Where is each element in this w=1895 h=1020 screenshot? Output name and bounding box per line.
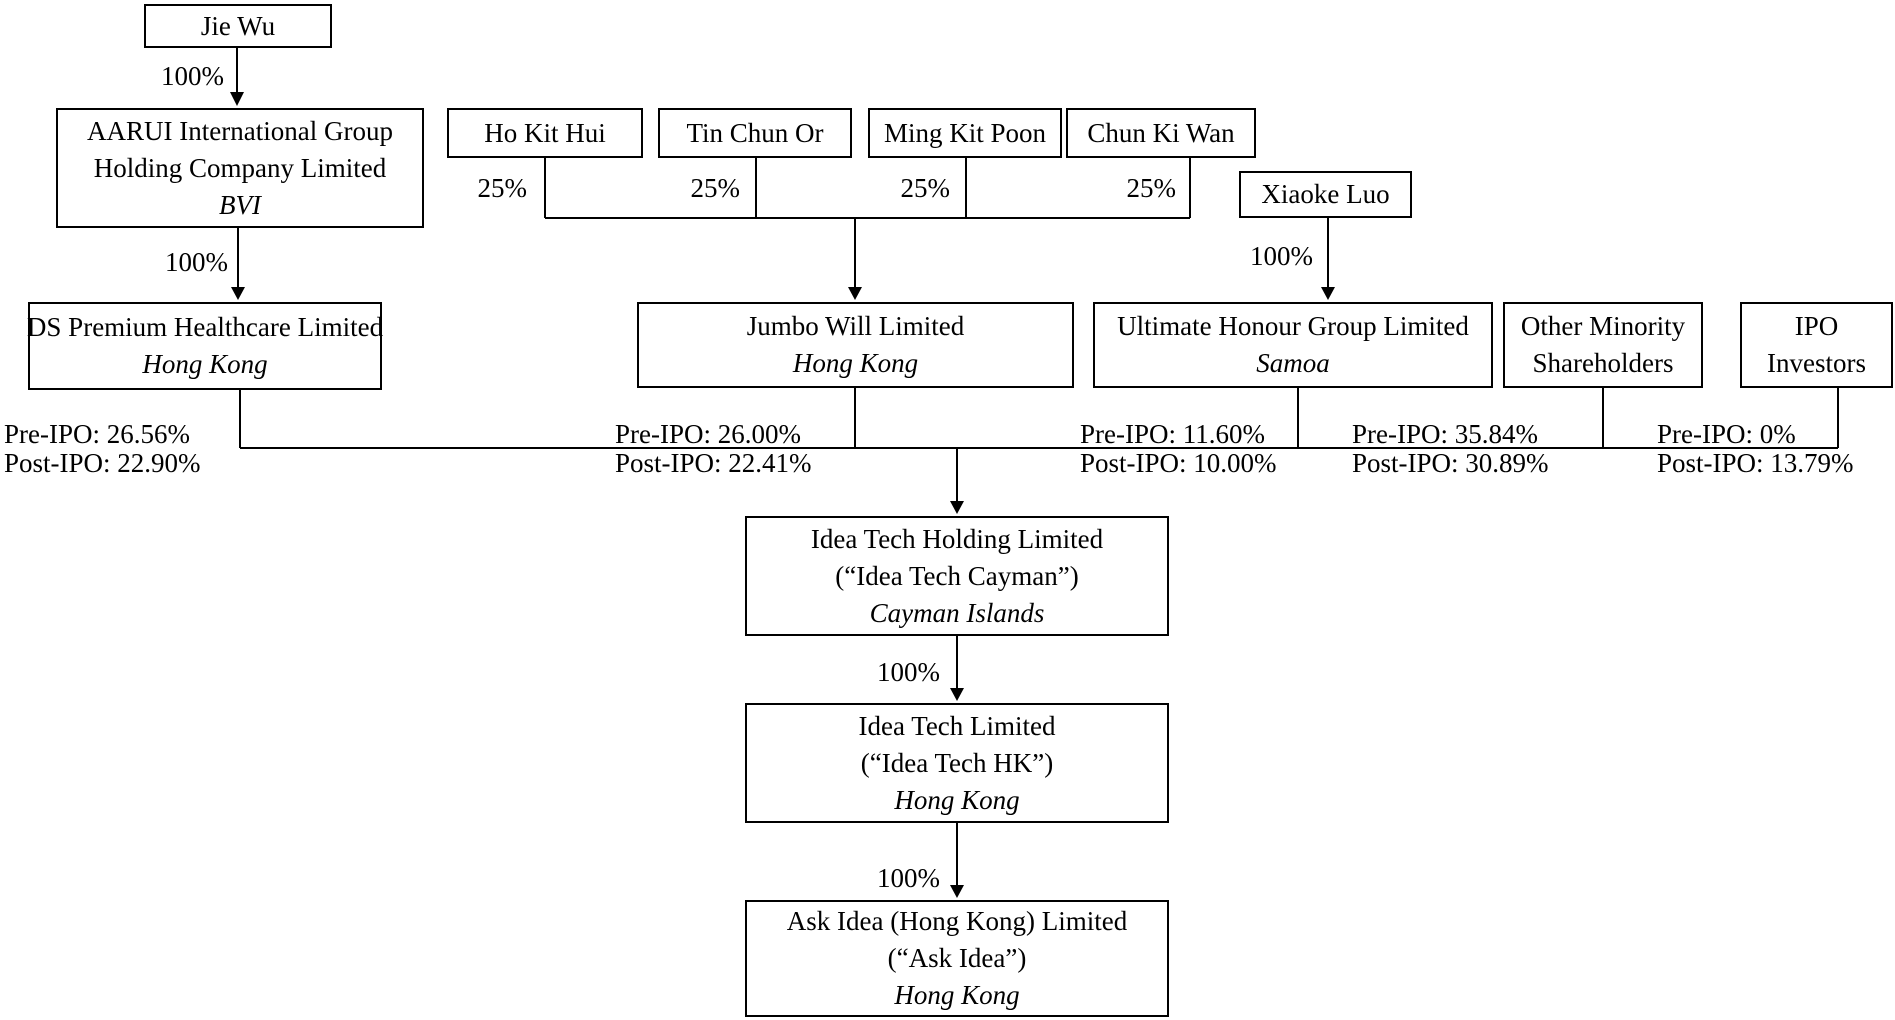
label-xiaoke-luo-percent: 100% <box>1250 241 1313 271</box>
node-ho-kit-hui: Ho Kit Hui <box>447 108 643 158</box>
node-alias: (“Ask Idea”) <box>887 943 1027 973</box>
node-idea-tech-hk: Idea Tech Limited (“Idea Tech HK”) Hong … <box>745 703 1169 823</box>
node-ming-kit-poon: Ming Kit Poon <box>868 108 1062 158</box>
node-label: Ming Kit Poon <box>883 117 1047 148</box>
node-ipo-investors: IPO Investors <box>1740 302 1893 388</box>
post-ipo-stake: Post-IPO: 13.79% <box>1657 448 1854 478</box>
node-alias: (“Idea Tech Cayman”) <box>835 560 1079 591</box>
pre-ipo-stake: Pre-IPO: 35.84% <box>1352 419 1538 449</box>
post-ipo-stake: Post-IPO: 30.89% <box>1352 448 1549 478</box>
label-ho-kit-hui-percent: 25% <box>477 173 528 203</box>
node-label: Xiaoke Luo <box>1261 179 1390 209</box>
node-idea-tech-cayman: Idea Tech Holding Limited (“Idea Tech Ca… <box>745 516 1169 636</box>
ownership-label-ultimate-honour: Pre-IPO: 11.60% Post-IPO: 10.00% <box>1080 420 1277 478</box>
node-label: Jie Wu <box>200 10 276 41</box>
node-label: Holding Company Limited <box>93 152 387 183</box>
label-hk-to-ask-idea-percent: 100% <box>877 863 940 893</box>
pre-ipo-stake: Pre-IPO: 11.60% <box>1080 419 1265 449</box>
ownership-label-ds-premium: Pre-IPO: 26.56% Post-IPO: 22.90% <box>4 420 201 478</box>
node-ds-premium-healthcare: DS Premium Healthcare Limited Hong Kong <box>26 302 384 390</box>
post-ipo-stake: Post-IPO: 22.41% <box>615 448 812 478</box>
node-label: Ask Idea (Hong Kong) Limited <box>786 906 1128 936</box>
node-label: Ho Kit Hui <box>484 117 606 148</box>
post-ipo-stake: Post-IPO: 10.00% <box>1080 448 1277 478</box>
node-jie-wu: Jie Wu <box>144 4 332 48</box>
node-label: IPO <box>1794 311 1839 341</box>
label-aarui-to-ds-percent: 100% <box>165 247 228 277</box>
node-label: Chun Ki Wan <box>1087 117 1235 148</box>
ownership-label-ipo-investors: Pre-IPO: 0% Post-IPO: 13.79% <box>1657 420 1854 478</box>
label-tin-chun-or-percent: 25% <box>690 173 741 203</box>
node-tin-chun-or: Tin Chun Or <box>658 108 852 158</box>
node-label: Tin Chun Or <box>686 117 824 148</box>
node-jurisdiction: BVI <box>219 189 261 220</box>
node-ultimate-honour: Ultimate Honour Group Limited Samoa <box>1093 302 1493 388</box>
node-label: Idea Tech Limited <box>858 710 1056 741</box>
node-jurisdiction: Hong Kong <box>142 349 268 379</box>
node-alias: (“Idea Tech HK”) <box>860 747 1054 778</box>
node-jumbo-will: Jumbo Will Limited Hong Kong <box>637 302 1074 388</box>
node-label: Jumbo Will Limited <box>746 311 965 341</box>
node-aarui-bvi: AARUI International Group Holding Compan… <box>56 108 424 228</box>
pre-ipo-stake: Pre-IPO: 0% <box>1657 419 1796 449</box>
ownership-label-other-minority: Pre-IPO: 35.84% Post-IPO: 30.89% <box>1352 420 1549 478</box>
node-label: AARUI International Group <box>87 115 393 146</box>
pre-ipo-stake: Pre-IPO: 26.56% <box>4 419 190 449</box>
label-chun-ki-wan-percent: 25% <box>1126 173 1177 203</box>
node-label: Shareholders <box>1532 348 1674 378</box>
label-ming-kit-poon-percent: 25% <box>900 173 951 203</box>
label-jie-wu-to-aarui-percent: 100% <box>161 61 224 91</box>
node-other-minority-shareholders: Other Minority Shareholders <box>1503 302 1703 388</box>
node-jurisdiction: Hong Kong <box>894 784 1020 815</box>
node-jurisdiction: Hong Kong <box>792 348 919 378</box>
post-ipo-stake: Post-IPO: 22.90% <box>4 448 201 478</box>
node-jurisdiction: Samoa <box>1256 348 1330 378</box>
node-label: Investors <box>1767 348 1866 378</box>
node-label: DS Premium Healthcare Limited <box>26 312 384 342</box>
label-cayman-to-hk-percent: 100% <box>877 657 940 687</box>
node-jurisdiction: Cayman Islands <box>869 597 1045 628</box>
ownership-label-jumbo-will: Pre-IPO: 26.00% Post-IPO: 22.41% <box>615 420 812 478</box>
node-label: Ultimate Honour Group Limited <box>1117 311 1469 341</box>
node-label: Idea Tech Holding Limited <box>810 523 1104 554</box>
node-chun-ki-wan: Chun Ki Wan <box>1066 108 1256 158</box>
node-jurisdiction: Hong Kong <box>894 980 1020 1010</box>
pre-ipo-stake: Pre-IPO: 26.00% <box>615 419 801 449</box>
node-label: Other Minority <box>1520 311 1686 341</box>
node-xiaoke-luo: Xiaoke Luo <box>1239 171 1412 218</box>
node-ask-idea: Ask Idea (Hong Kong) Limited (“Ask Idea”… <box>745 900 1169 1017</box>
